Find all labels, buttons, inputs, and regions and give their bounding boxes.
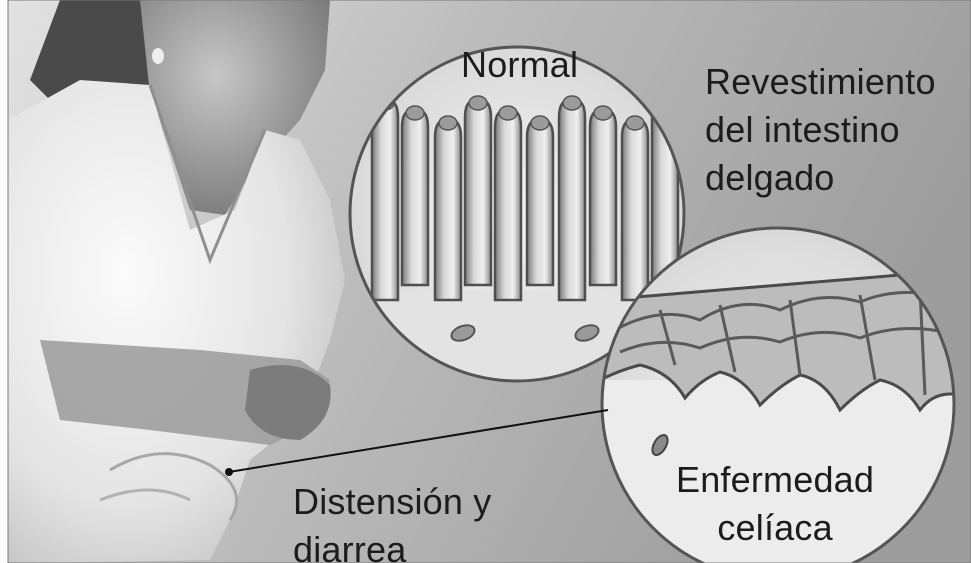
lining-label-line: del intestino	[705, 106, 936, 154]
villus	[495, 109, 521, 300]
celiac-label-line: celíaca	[676, 504, 874, 552]
normal-label: Normal	[461, 44, 578, 86]
villus-tip	[594, 106, 612, 120]
villus	[435, 119, 461, 300]
villus-tip	[626, 116, 644, 130]
lining-label-line: Revestimiento	[705, 58, 936, 106]
lining-label: Revestimiento del intestino delgado	[705, 58, 936, 202]
villus	[465, 99, 491, 285]
villus-tip	[563, 96, 581, 110]
celiac-label: Enfermedad celíaca	[676, 456, 874, 552]
celiac-label-line: Enfermedad	[676, 456, 874, 504]
symptom-label-line: diarrea	[293, 526, 491, 563]
villus	[622, 119, 648, 300]
villus	[527, 119, 553, 285]
villus	[372, 99, 398, 300]
villus	[590, 109, 616, 285]
lining-label-line: delgado	[705, 154, 936, 202]
pointer-dot	[225, 468, 233, 476]
villus-tip	[469, 96, 487, 110]
villus-tip	[439, 116, 457, 130]
villus-tip	[406, 106, 424, 120]
earring	[152, 48, 164, 64]
villus	[559, 99, 585, 300]
villus-tip	[531, 116, 549, 130]
symptom-label: Distensión y diarrea	[293, 478, 491, 563]
symptom-label-line: Distensión y	[293, 478, 491, 526]
villus-tip	[499, 106, 517, 120]
villus	[402, 109, 428, 285]
